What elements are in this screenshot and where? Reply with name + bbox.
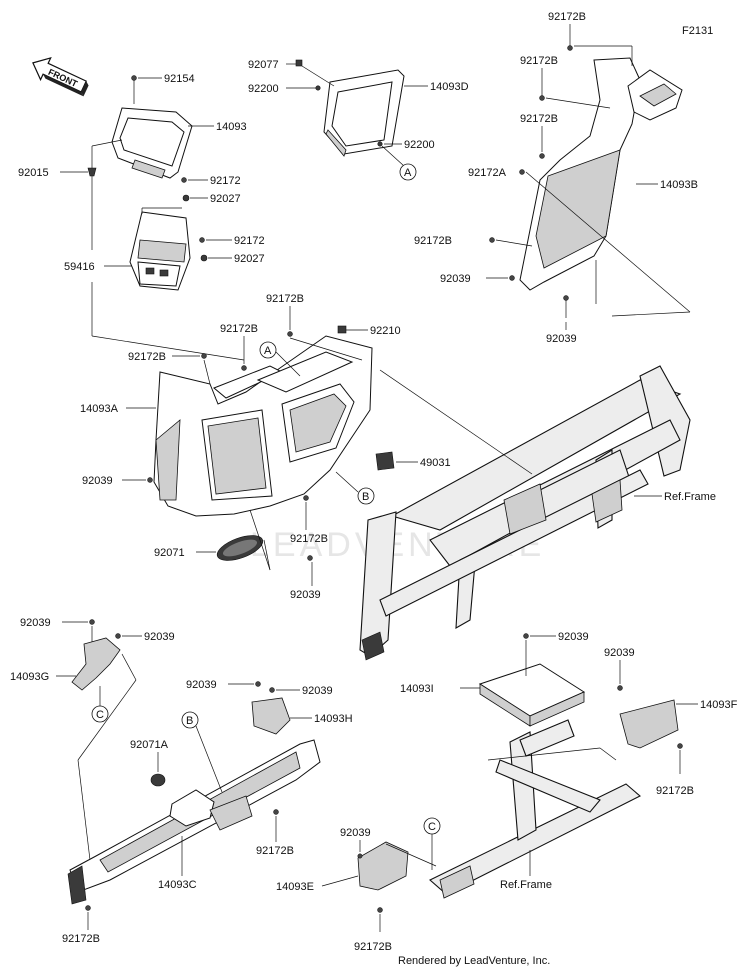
label-14093B: 14093B	[660, 179, 698, 191]
nut-92210	[337, 325, 347, 334]
label-14093A: 14093A	[80, 403, 119, 415]
part-14093B-panel	[519, 57, 683, 291]
label-92077: 92077	[248, 59, 279, 71]
label-14093F: 14093F	[700, 699, 738, 711]
label-92027-b: 92027	[234, 253, 265, 265]
label-92039-f: 92039	[604, 647, 635, 659]
label-14093G: 14093G	[10, 671, 49, 683]
label-59416: 59416	[64, 261, 95, 273]
label-92071: 92071	[154, 547, 185, 559]
label-92039-g2: 92039	[144, 631, 175, 643]
label-ref-frame-1: Ref.Frame	[664, 491, 716, 503]
label-92039-right: 92039	[440, 273, 471, 285]
label-92172B-f: 92172B	[656, 785, 694, 797]
label-92172B-c1: 92172B	[256, 845, 294, 857]
label-14093: 14093	[216, 121, 247, 133]
label-92210: 92210	[370, 325, 401, 337]
label-92200-a: 92200	[248, 83, 279, 95]
callout-C-right-label: C	[428, 821, 436, 833]
label-92039-right2: 92039	[546, 333, 577, 345]
label-92172B-mid4: 92172B	[290, 533, 328, 545]
callout-C-left-label: C	[96, 709, 104, 721]
ref-frame-lower	[429, 719, 641, 899]
part-14093F-cover	[619, 699, 679, 749]
label-92039-mid: 92039	[290, 589, 321, 601]
diagram-code: F2131	[682, 25, 713, 37]
label-92039-h1: 92039	[186, 679, 217, 691]
label-92071A: 92071A	[130, 739, 169, 751]
part-14093-grille	[111, 107, 193, 179]
label-49031: 49031	[420, 457, 451, 469]
clip-92015	[87, 167, 97, 177]
callout-B-mid	[357, 487, 375, 505]
front-arrow-icon: FRONT	[32, 56, 89, 97]
part-14093D-duct	[323, 69, 405, 157]
callout-A-mid-label: A	[264, 345, 272, 357]
label-92172B-mid1: 92172B	[266, 293, 304, 305]
label-92039-g1: 92039	[20, 617, 51, 629]
label-92172B-top2: 92172B	[520, 55, 558, 67]
part-14093E-cover	[357, 841, 409, 891]
bolt-92154	[131, 75, 137, 81]
part-14093H-bracket	[251, 697, 291, 735]
part-92071A-plug	[150, 773, 166, 787]
part-49031-grommet	[375, 451, 395, 471]
part-14093C-rocker	[67, 739, 321, 905]
part-59416-box	[129, 211, 191, 291]
callout-B-bottom	[181, 711, 199, 729]
callout-A-mid	[259, 341, 277, 359]
label-92039-i: 92039	[558, 631, 589, 643]
label-92154: 92154	[164, 73, 195, 85]
label-92039-e: 92039	[340, 827, 371, 839]
label-14093E: 14093E	[276, 881, 314, 893]
label-92039-h2: 92039	[302, 685, 333, 697]
label-14093C: 14093C	[158, 879, 197, 891]
label-92039-left: 92039	[82, 475, 113, 487]
label-14093H: 14093H	[314, 713, 353, 725]
label-92172B-c2: 92172B	[62, 933, 100, 945]
label-92172B-top1: 92172B	[548, 11, 586, 23]
callout-A-top	[399, 163, 417, 181]
label-92172-b: 92172	[234, 235, 265, 247]
callout-B-mid-label: B	[362, 491, 369, 503]
part-14093G-guard	[71, 637, 121, 691]
label-14093D: 14093D	[430, 81, 469, 93]
label-92027-a: 92027	[210, 193, 241, 205]
label-92200-b: 92200	[404, 139, 435, 151]
ref-frame-main	[359, 365, 691, 661]
label-92172B-right: 92172B	[414, 235, 452, 247]
callout-C-left	[91, 705, 109, 723]
part-14093A-dash-panel	[153, 335, 373, 517]
callout-B-bottom-label: B	[186, 715, 193, 727]
label-92172B-mid3: 92172B	[128, 351, 166, 363]
label-14093I: 14093I	[400, 683, 434, 695]
label-92172B-top3: 92172B	[520, 113, 558, 125]
label-92172B-mid2: 92172B	[220, 323, 258, 335]
label-92172B-e: 92172B	[354, 941, 392, 953]
label-92172A: 92172A	[468, 167, 507, 179]
callout-A-top-label: A	[404, 167, 412, 179]
label-92015: 92015	[18, 167, 49, 179]
label-92172-a: 92172	[210, 175, 241, 187]
label-ref-frame-2: Ref.Frame	[500, 879, 552, 891]
footer-credit: Rendered by LeadVenture, Inc.	[398, 955, 550, 967]
part-14093A-top-tray	[256, 351, 354, 393]
